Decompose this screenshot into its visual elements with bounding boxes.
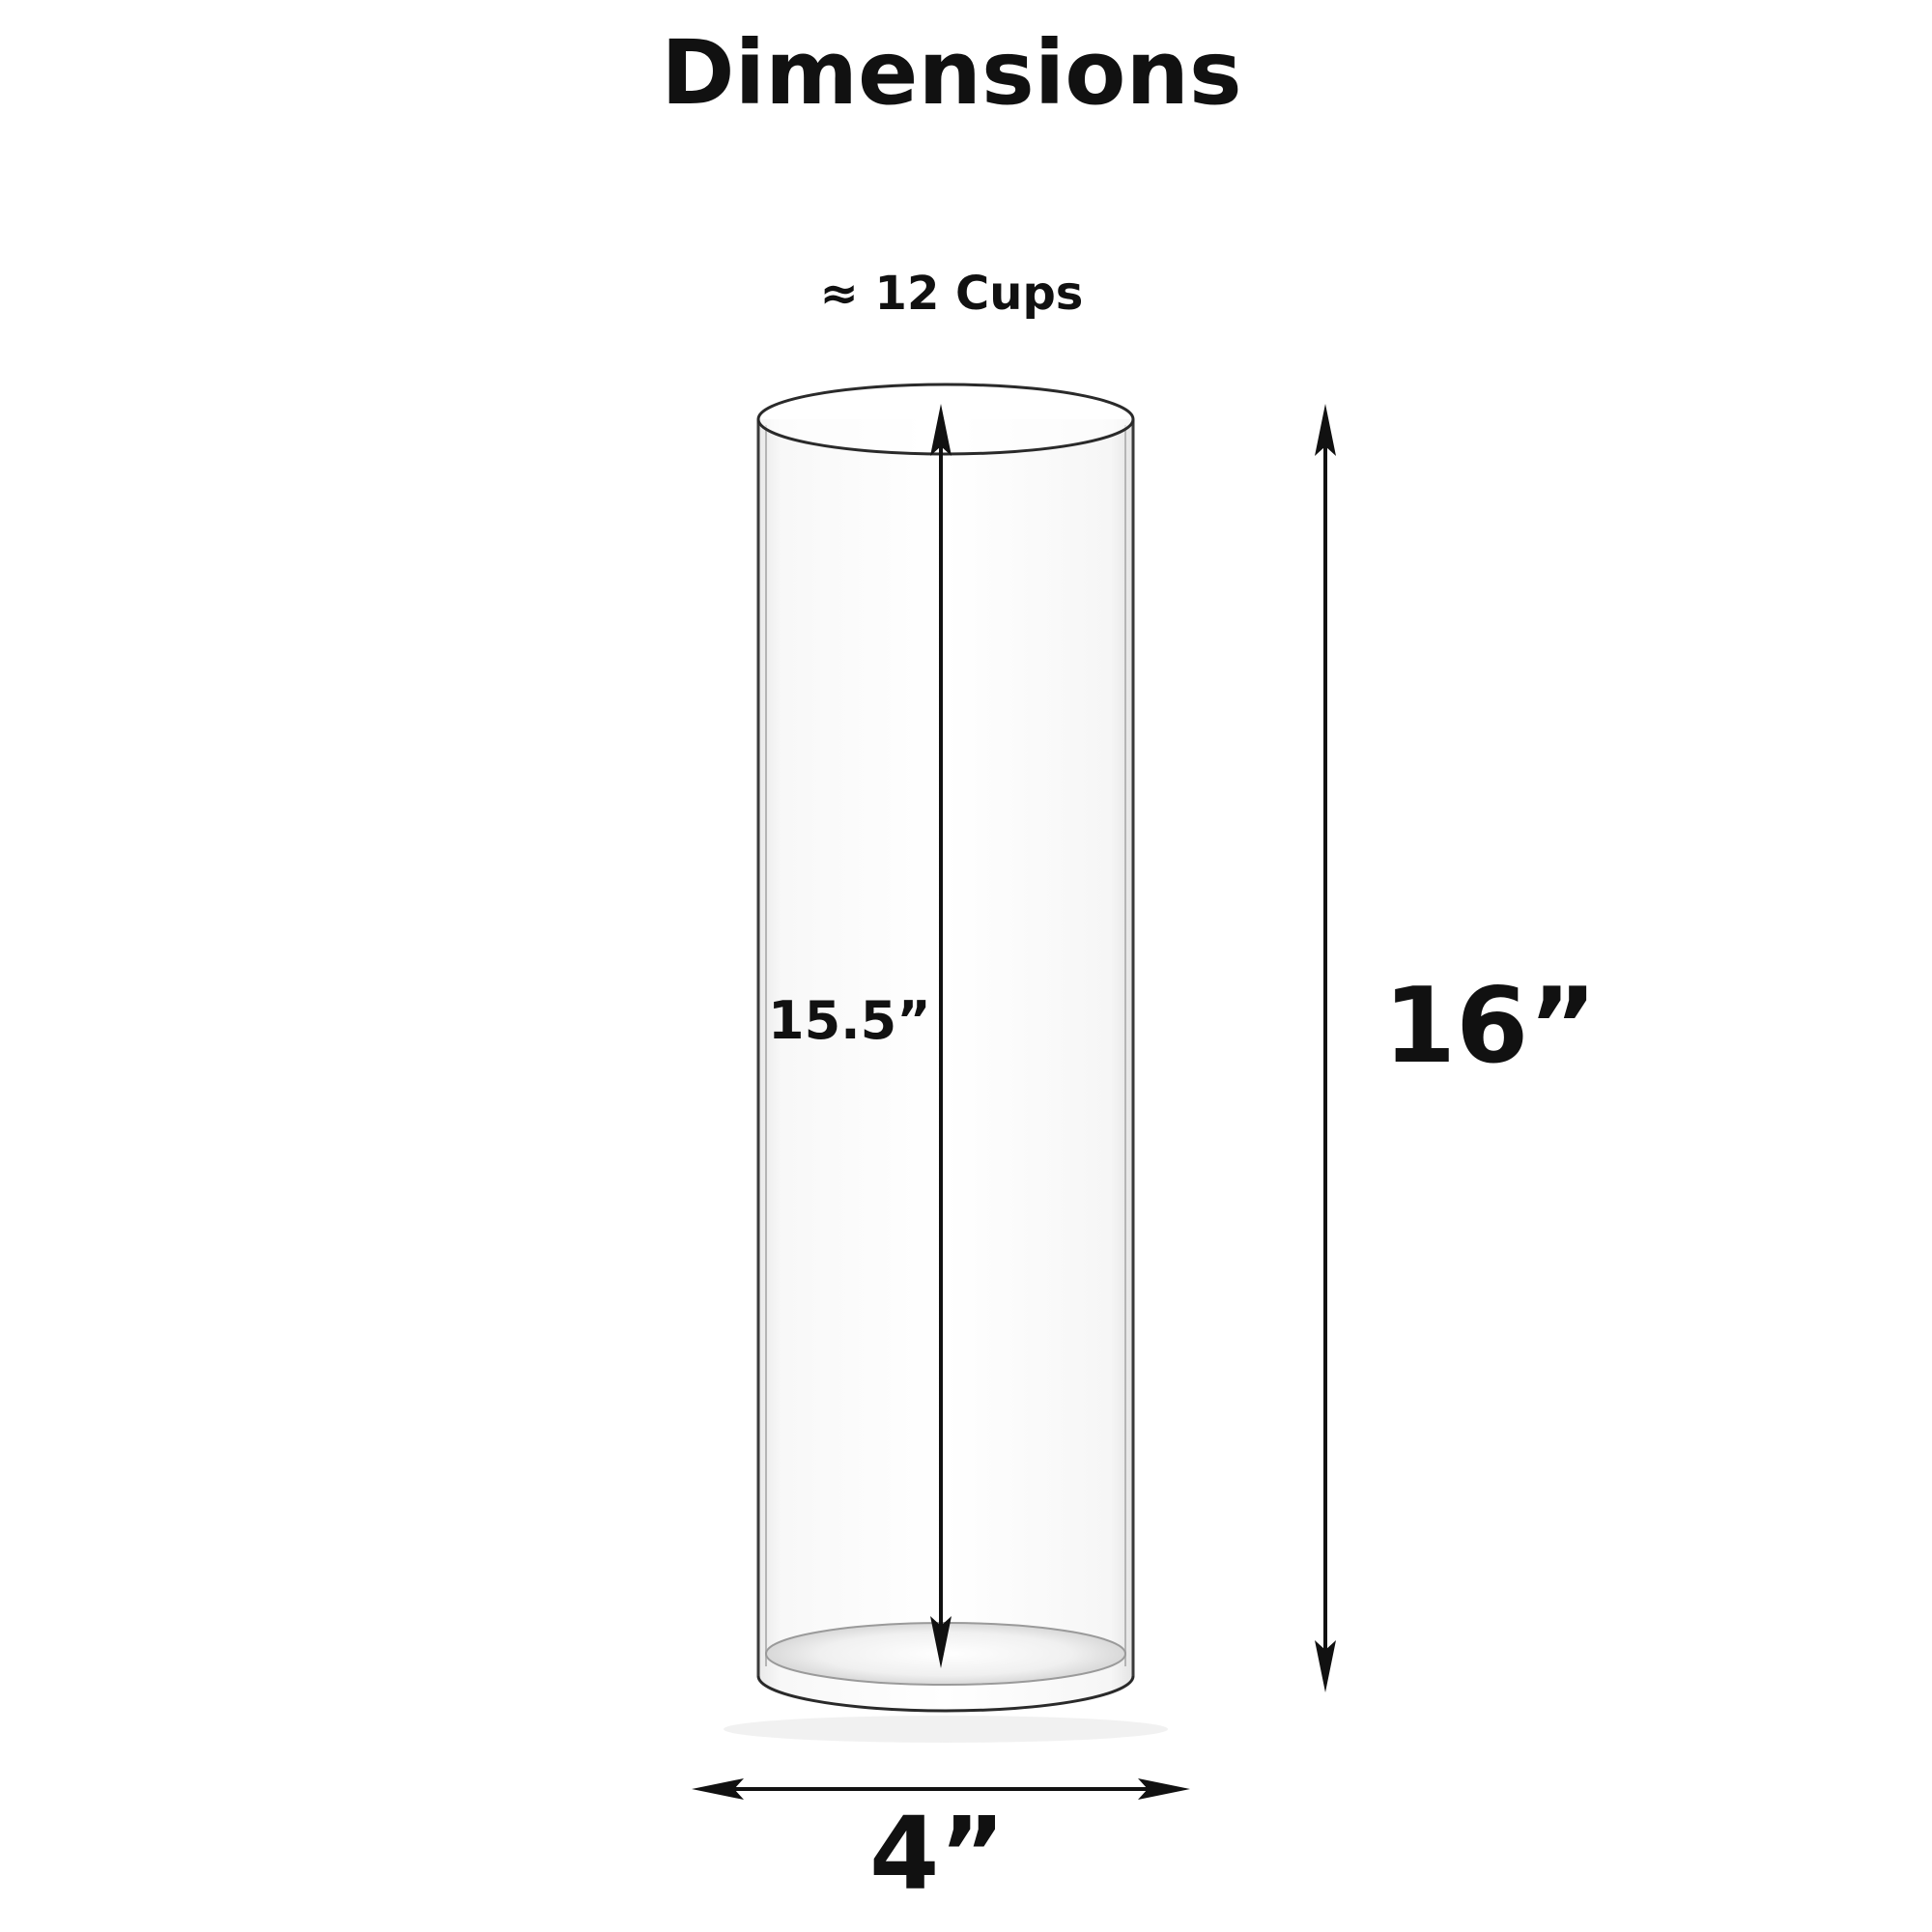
vase-base-edge	[756, 1675, 1135, 1713]
vase-rim	[756, 383, 1135, 456]
arrowhead-down-icon	[930, 1616, 952, 1668]
arrowhead-up-icon	[1315, 404, 1336, 456]
vase-body	[758, 419, 1133, 1711]
glass-vase	[724, 383, 1168, 1743]
capacity-label: ≈ 12 Cups	[819, 267, 1084, 321]
outer-height-label: 16”	[1383, 966, 1598, 1087]
inner-height-arrow	[930, 404, 952, 1668]
outer-height-arrow	[1315, 404, 1336, 1692]
arrowhead-up-icon	[930, 404, 952, 456]
diameter-label: 4”	[869, 1795, 1006, 1913]
arrowhead-left-icon	[692, 1778, 744, 1800]
vase-shadow	[724, 1716, 1168, 1743]
inner-height-label: 15.5”	[768, 990, 931, 1051]
width-arrow	[692, 1778, 1190, 1800]
arrowhead-down-icon	[1315, 1640, 1336, 1692]
page-title: Dimensions	[661, 21, 1242, 125]
arrowhead-right-icon	[1138, 1778, 1190, 1800]
